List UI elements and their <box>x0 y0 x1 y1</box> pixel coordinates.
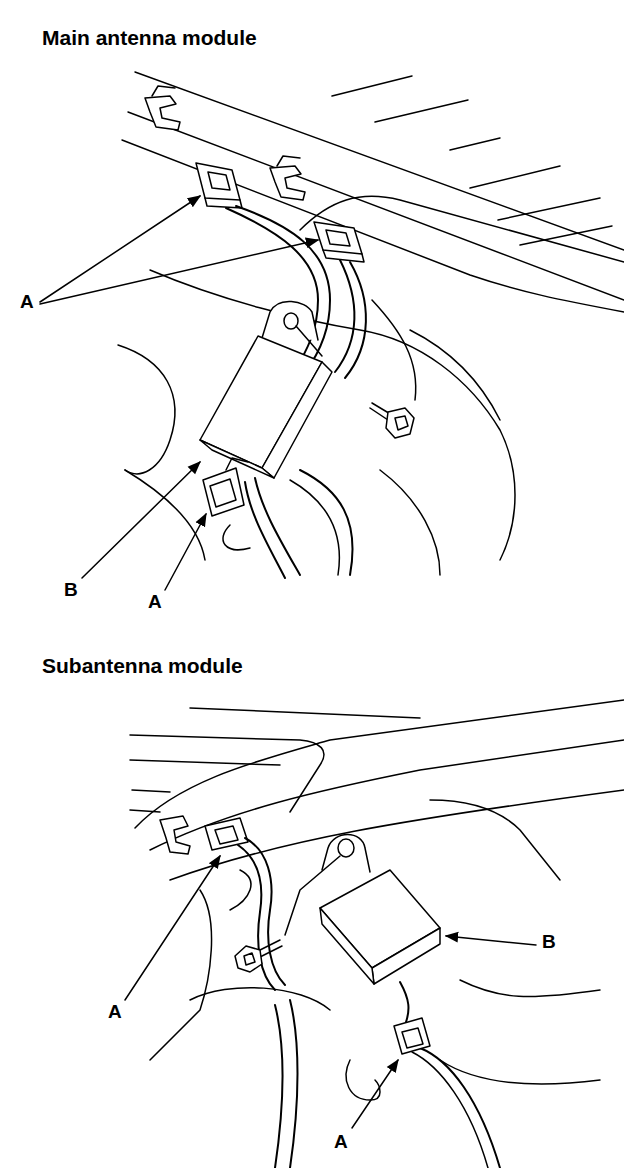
callout-letter: A <box>332 1132 350 1153</box>
callout-letter: B <box>62 580 80 601</box>
callout-letter: B <box>540 932 558 953</box>
callout-letter: A <box>146 592 164 613</box>
callout-letter: A <box>18 292 36 313</box>
section-heading: Subantenna module <box>40 654 245 677</box>
callout-letter: A <box>106 1002 124 1023</box>
section-heading: Main antenna module <box>40 26 259 49</box>
